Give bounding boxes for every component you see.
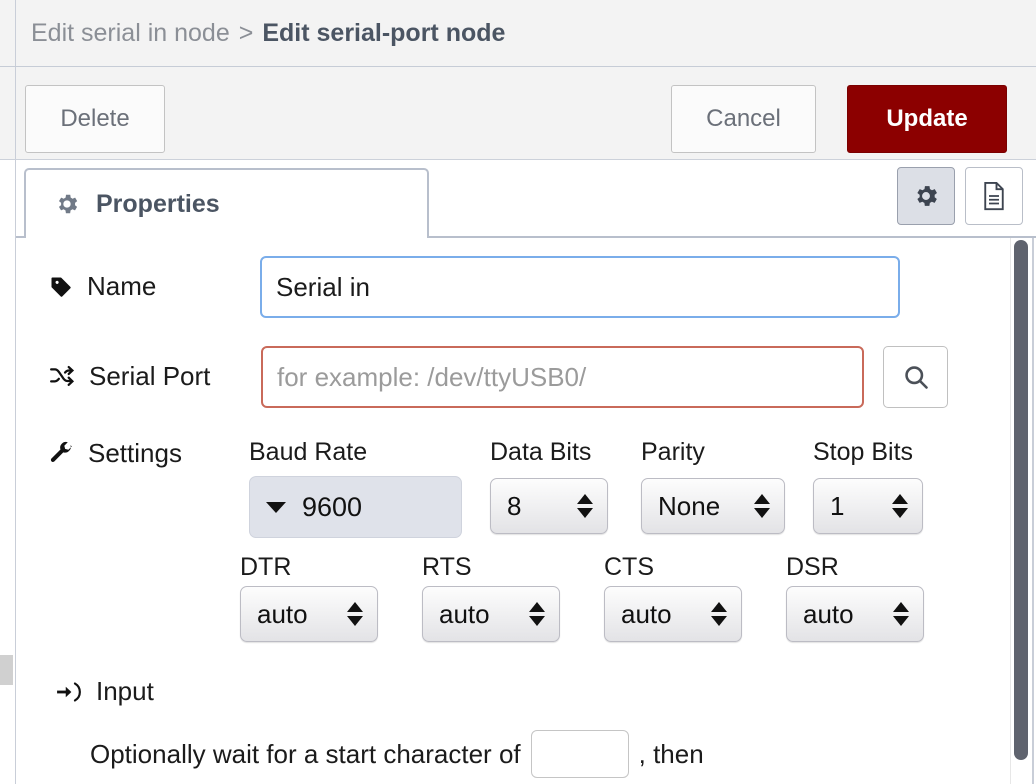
stepper-arrows-icon xyxy=(892,494,908,518)
dtr-select[interactable]: auto xyxy=(240,586,378,642)
baud-rate-combo[interactable]: 9600 xyxy=(249,476,462,538)
wait-prefix-text: Optionally wait for a start character of xyxy=(90,738,521,769)
parity-select[interactable]: None xyxy=(641,478,785,534)
stepper-arrows-icon xyxy=(529,602,545,626)
cts-select[interactable]: auto xyxy=(604,586,742,642)
rts-label: RTS xyxy=(422,553,472,581)
cancel-button[interactable]: Cancel xyxy=(671,85,816,153)
dsr-label: DSR xyxy=(786,553,839,581)
serial-port-label-row: Serial Port xyxy=(49,361,210,392)
delete-button[interactable]: Delete xyxy=(25,85,165,153)
breadcrumb-parent[interactable]: Edit serial in node xyxy=(31,18,230,47)
update-button[interactable]: Update xyxy=(847,85,1007,153)
wrench-icon xyxy=(49,441,74,466)
start-character-input[interactable] xyxy=(530,730,629,778)
name-input[interactable] xyxy=(260,256,900,318)
name-label: Name xyxy=(87,271,157,301)
breadcrumb-current: Edit serial-port node xyxy=(262,18,506,47)
rts-value: auto xyxy=(439,598,490,629)
data-bits-label: Data Bits xyxy=(490,438,592,466)
cts-value: auto xyxy=(621,598,672,629)
random-icon xyxy=(49,365,75,389)
description-icon-button[interactable] xyxy=(965,167,1023,225)
parity-label: Parity xyxy=(641,438,705,466)
settings-label-row: Settings xyxy=(49,438,182,469)
stepper-arrows-icon xyxy=(754,494,770,518)
baud-rate-value: 9600 xyxy=(302,491,363,522)
input-section-label-row: Input xyxy=(56,676,154,707)
gear-icon xyxy=(912,182,940,210)
scrollbar-thumb[interactable] xyxy=(1014,240,1028,760)
stepper-arrows-icon xyxy=(577,494,593,518)
chevron-down-icon xyxy=(266,501,286,513)
search-icon xyxy=(902,363,930,391)
settings-label: Settings xyxy=(88,438,182,468)
stepper-arrows-icon xyxy=(893,602,909,626)
tab-properties[interactable]: Properties xyxy=(24,168,429,238)
tab-properties-label: Properties xyxy=(96,189,220,218)
baud-rate-label: Baud Rate xyxy=(249,438,368,466)
serial-port-search-button[interactable] xyxy=(883,346,948,408)
breadcrumb: Edit serial in node > Edit serial-port n… xyxy=(15,0,1036,66)
settings-icon-button[interactable] xyxy=(897,167,955,225)
description-icon xyxy=(981,181,1007,211)
wait-suffix-text: , then xyxy=(638,738,704,769)
dialog-button-bar: Delete Cancel Update xyxy=(0,67,1036,160)
gear-icon xyxy=(54,191,80,217)
properties-form: Name Serial Port xyxy=(16,238,1036,784)
dsr-select[interactable]: auto xyxy=(786,586,924,642)
input-section-label: Input xyxy=(96,676,154,706)
properties-pane: Name Serial Port xyxy=(15,238,1036,784)
tab-bar: Properties xyxy=(15,160,1036,238)
dsr-value: auto xyxy=(803,598,854,629)
wait-start-character-row: Optionally wait for a start character of… xyxy=(90,730,704,778)
stepper-arrows-icon xyxy=(347,602,363,626)
parity-value: None xyxy=(658,490,721,521)
stepper-arrows-icon xyxy=(711,602,727,626)
vertical-scrollbar[interactable] xyxy=(1010,238,1032,784)
breadcrumb-separator: > xyxy=(238,18,254,47)
name-label-row: Name xyxy=(49,271,156,302)
serial-port-input[interactable] xyxy=(261,346,864,408)
dtr-value: auto xyxy=(257,598,308,629)
dialog-button-bar-inner: Delete Cancel Update xyxy=(15,67,1036,159)
tag-icon xyxy=(49,275,73,299)
cts-label: CTS xyxy=(604,553,654,581)
rts-select[interactable]: auto xyxy=(422,586,560,642)
pane-right-edge xyxy=(1032,238,1034,784)
sign-in-icon xyxy=(56,681,82,703)
stop-bits-select[interactable]: 1 xyxy=(813,478,923,534)
tab-bar-underline xyxy=(16,236,1036,238)
stop-bits-label: Stop Bits xyxy=(813,438,914,466)
data-bits-select[interactable]: 8 xyxy=(490,478,608,534)
serial-port-label: Serial Port xyxy=(89,361,211,391)
dialog-titlebar: Edit serial in node > Edit serial-port n… xyxy=(0,0,1036,67)
pane-left-marker xyxy=(0,655,13,685)
dtr-label: DTR xyxy=(240,553,292,581)
stop-bits-value: 1 xyxy=(830,490,845,521)
data-bits-value: 8 xyxy=(507,490,522,521)
